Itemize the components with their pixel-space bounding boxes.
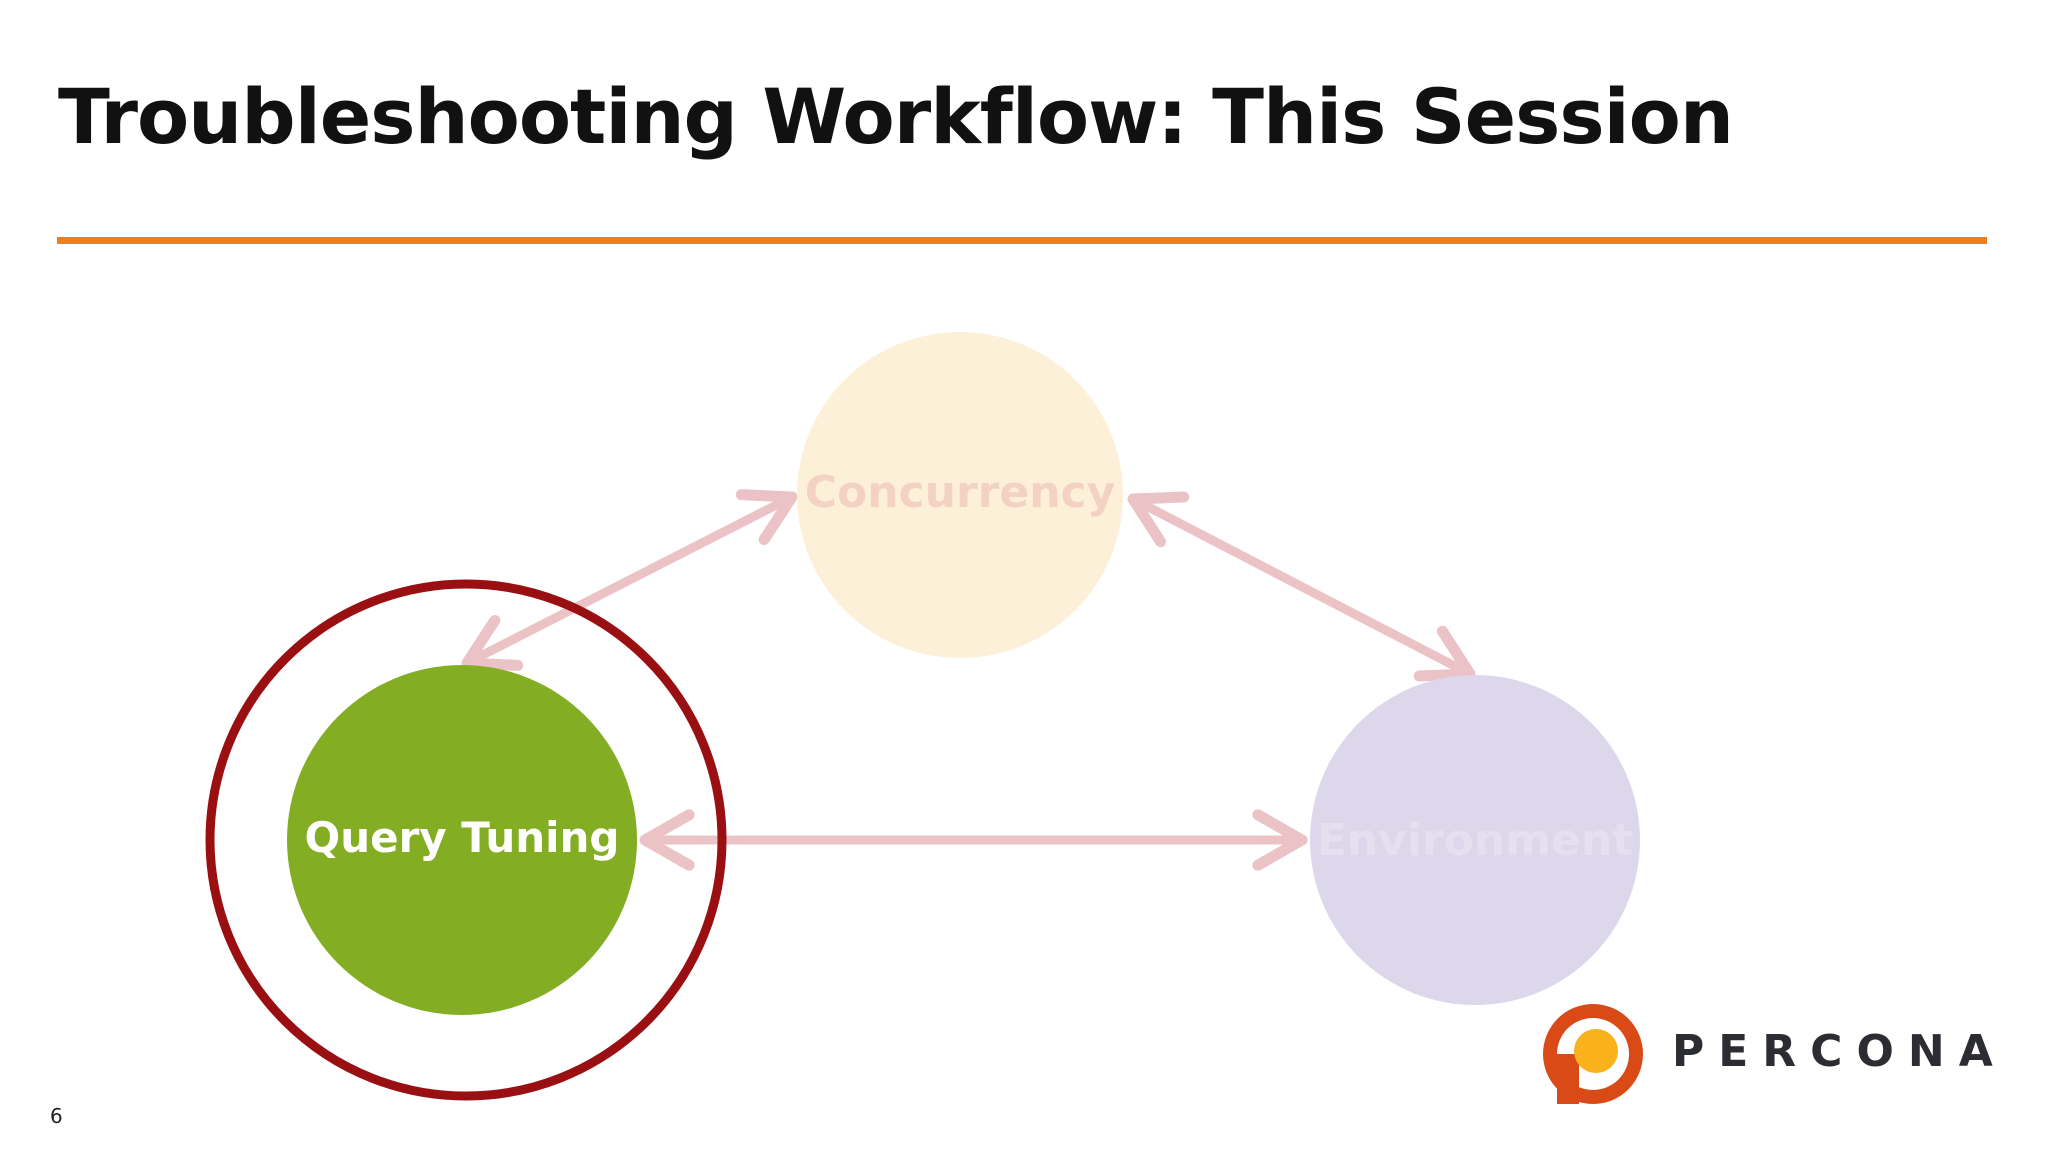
node-query-tuning-label: Query Tuning bbox=[305, 813, 620, 862]
percona-logo: PERCONA bbox=[1540, 1000, 2010, 1110]
node-environment-label: Environment bbox=[1317, 815, 1633, 866]
page-number: 6 bbox=[50, 1104, 63, 1128]
node-environment: Environment bbox=[1310, 675, 1640, 1005]
highlight-ring bbox=[205, 579, 727, 1101]
edge-concurrency-environment bbox=[1127, 491, 1476, 682]
percona-logo-icon bbox=[1543, 1004, 1643, 1104]
title-underline bbox=[57, 237, 1987, 244]
node-query-tuning: Query Tuning bbox=[287, 665, 637, 1015]
edge-query-tuning-concurrency bbox=[461, 489, 798, 671]
node-concurrency-label: Concurrency bbox=[805, 467, 1116, 518]
slide-title: Troubleshooting Workflow: This Session bbox=[58, 72, 1734, 161]
node-concurrency: Concurrency bbox=[797, 332, 1123, 658]
percona-logo-text: PERCONA bbox=[1672, 1026, 2007, 1077]
